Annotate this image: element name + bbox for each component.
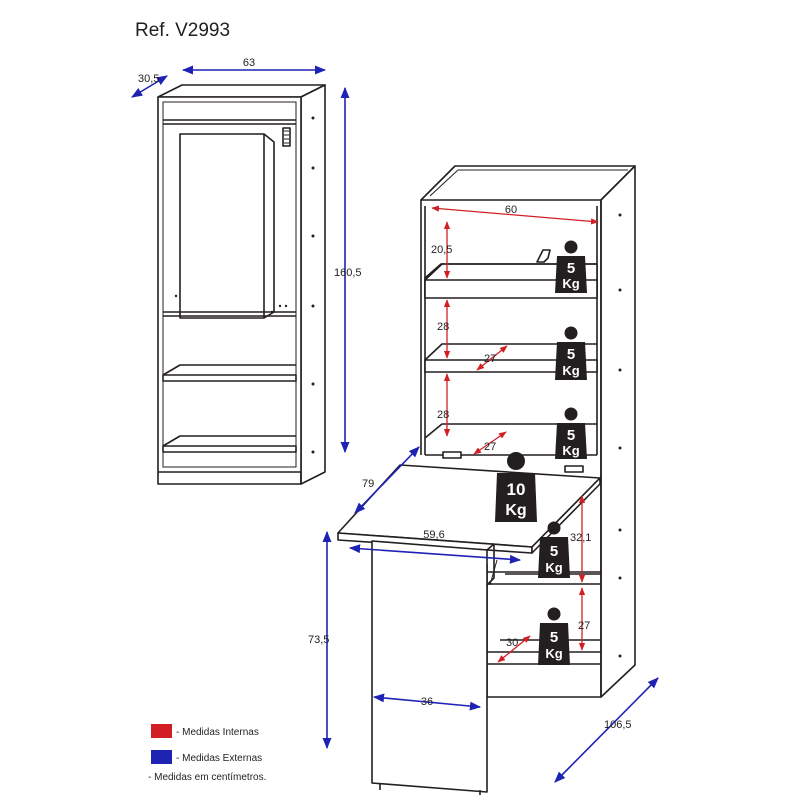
dim-lower-gap-1-label: 32,1 [570,532,591,544]
open-side-panel [600,165,636,698]
open-hinge-left [442,451,462,459]
dim-leg-width-label: 36 [421,696,433,708]
weight-tag-table: 10 Kg [495,452,537,522]
closed-cabinet [157,84,326,485]
open-cabinet [420,165,636,698]
legend: - Medidas Internas - Medidas Externas - … [148,724,266,783]
closed-top-panel [157,84,326,98]
dim-inner-width [431,205,599,225]
closed-hinge [282,127,291,147]
reference-title: Ref. V2993 [135,20,230,41]
dim-shelf-depth-2-label: 27 [484,441,496,453]
dim-table-width [348,544,522,564]
dim-total-depth-label: 106,5 [604,719,632,731]
legend-external-label: - Medidas Externas [176,753,262,764]
dim-total-depth [554,677,659,783]
svg-text:5: 5 [550,543,558,560]
weight-tag-4: 5 Kg [538,521,570,578]
svg-text:5: 5 [567,427,575,444]
open-hinge-right [564,465,584,473]
table-top [337,464,601,548]
svg-text:Kg: Kg [562,363,579,378]
closed-base [157,472,302,485]
closed-side-panel [300,84,326,485]
dim-closed-width-label: 63 [243,57,255,69]
dim-shelf-gap-mid1-label: 28 [437,321,449,333]
dim-lower-depth-label: 30 [506,637,518,649]
svg-text:Kg: Kg [545,646,562,661]
closed-shelf-2 [162,445,297,453]
svg-text:Kg: Kg [505,502,526,519]
svg-text:5: 5 [567,260,575,277]
dim-lower-depth [497,635,531,663]
dim-shelf-depth-1-label: 27 [484,353,496,365]
dim-table-projection-label: 79 [362,478,374,490]
dim-closed-depth [131,75,168,98]
legend-swatch-internal [151,724,172,738]
dim-lower-gap-2-label: 27 [578,620,590,632]
dim-table-projection [354,446,420,514]
shelf-bracket [536,249,551,263]
weight-tag-3: 5 Kg [555,407,587,459]
closed-inner-frame [162,101,297,468]
weight-tag-1: 5 Kg [555,240,587,293]
legend-swatch-external [151,750,172,764]
open-top-panel [420,165,636,201]
open-shelf-1 [424,279,598,299]
svg-text:5: 5 [567,346,575,363]
svg-text:10: 10 [507,480,526,499]
svg-text:Kg: Kg [545,560,562,575]
weight-tag-2: 5 Kg [555,326,587,380]
svg-text:5: 5 [550,629,558,646]
dim-table-width-label: 59,6 [423,529,444,541]
legend-note: - Medidas em centímetros. [148,772,266,783]
open-shelf-2 [424,359,598,373]
closed-shelf-1 [162,374,297,382]
dim-leg-width [372,693,482,711]
dim-closed-height-label: 160,5 [334,267,362,279]
table-leg [371,540,488,793]
dim-inner-width-label: 60 [505,204,517,216]
closed-folded-table [179,133,275,319]
svg-text:Kg: Kg [562,276,579,291]
dim-shelf-gap-top-label: 20,5 [431,244,452,256]
dim-table-height-label: 73,5 [308,634,329,646]
dim-shelf-depth-1 [476,345,508,371]
legend-internal-label: - Medidas Internas [176,727,259,738]
dim-closed-depth-label: 30,5 [138,73,159,85]
svg-text:Kg: Kg [562,443,579,458]
dim-shelf-depth-2 [473,431,507,455]
dim-shelf-gap-mid2-label: 28 [437,409,449,421]
weight-tag-5: 5 Kg [538,607,570,665]
